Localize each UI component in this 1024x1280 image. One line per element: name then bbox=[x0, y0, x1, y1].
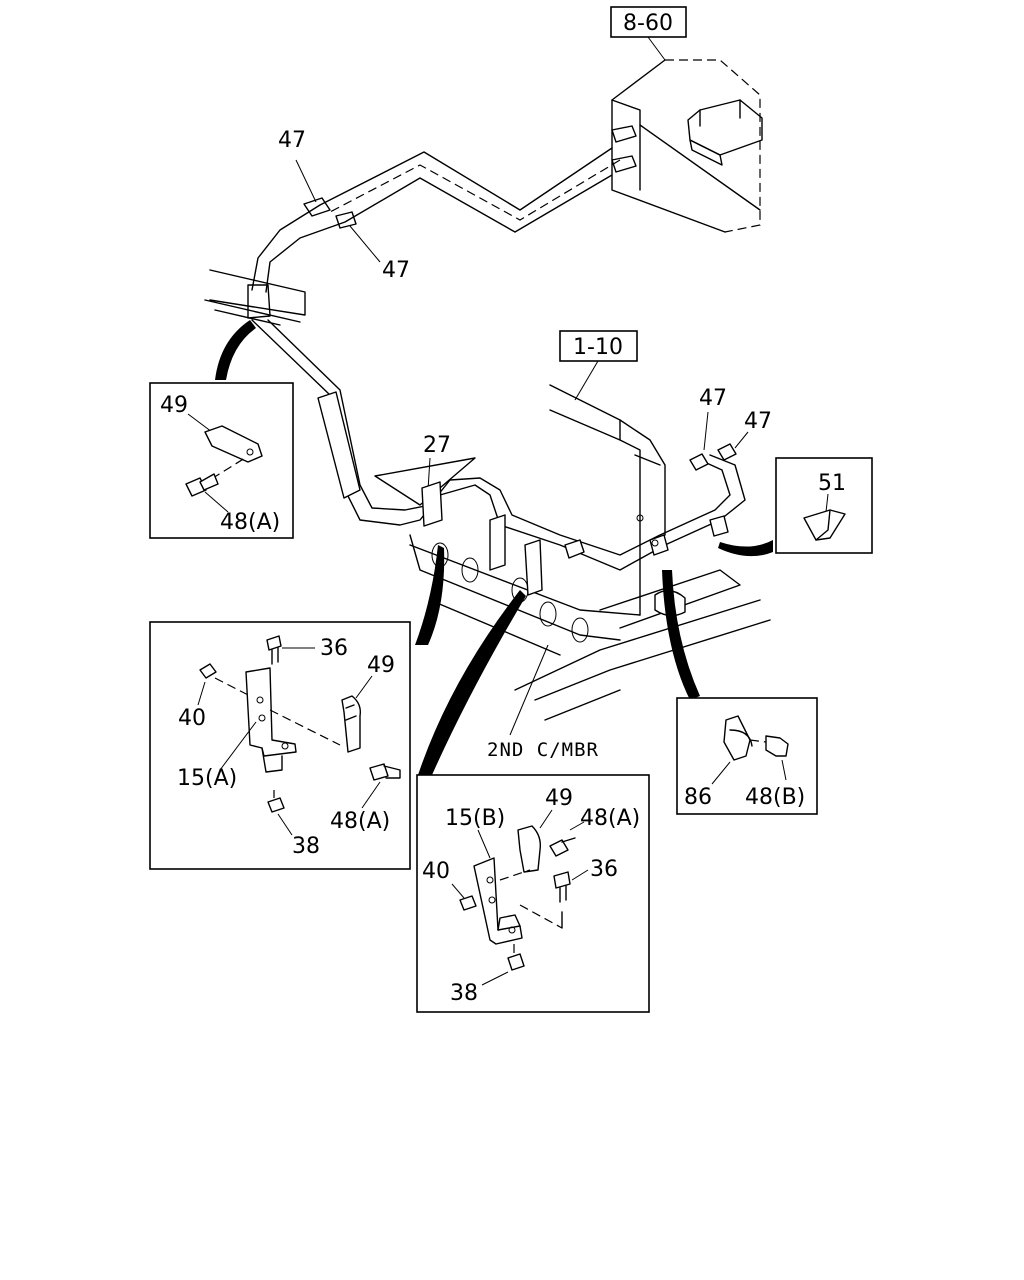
inset5-part-86[interactable]: 86 bbox=[684, 785, 712, 810]
bolt-48a-icon bbox=[369, 763, 389, 781]
inset4-part-38[interactable]: 38 bbox=[450, 981, 478, 1006]
callout-27[interactable]: 27 bbox=[423, 433, 451, 458]
inset3-part-36[interactable]: 36 bbox=[320, 636, 348, 661]
pointer-to-inset2 bbox=[718, 540, 773, 557]
inset-bracket-b-detail: 15(B) 49 48(A) 40 36 38 bbox=[416, 774, 650, 1013]
nut-40-icon bbox=[459, 895, 477, 911]
hose-fitting bbox=[335, 211, 357, 229]
inset3-part-49[interactable]: 49 bbox=[367, 653, 395, 678]
nut-38-icon bbox=[507, 953, 525, 971]
inset-clamp-detail: 86 48(B) bbox=[676, 697, 818, 815]
hose-end-fitting bbox=[717, 443, 737, 461]
inset3-part-40[interactable]: 40 bbox=[178, 706, 206, 731]
callout-47-top-left[interactable]: 47 bbox=[278, 128, 306, 153]
main-hose-run bbox=[251, 319, 749, 571]
ref-1-10-label: 1-10 bbox=[573, 335, 623, 360]
inset4-part-49[interactable]: 49 bbox=[545, 786, 573, 811]
upper-hose-pair bbox=[251, 147, 621, 293]
ref-1-10[interactable]: 1-10 bbox=[559, 330, 638, 362]
callout-27-pointer bbox=[374, 457, 476, 506]
pointer-to-inset5 bbox=[662, 570, 700, 700]
inset4-part-48a[interactable]: 48(A) bbox=[580, 806, 640, 831]
inset4-part-40[interactable]: 40 bbox=[422, 859, 450, 884]
inset1-part-48a[interactable]: 48(A) bbox=[220, 510, 280, 535]
clip-49-icon bbox=[204, 425, 263, 463]
bolt-36-icon bbox=[266, 635, 282, 651]
cab-structure bbox=[549, 360, 666, 616]
bolt-48a-icon bbox=[549, 839, 569, 857]
hose-end-fitting bbox=[689, 453, 709, 471]
ref-8-60-label: 8-60 bbox=[623, 11, 673, 36]
inset-bracket-a-detail: 36 49 40 15(A) 48(A) 38 bbox=[149, 621, 411, 870]
callout-47-right-b[interactable]: 47 bbox=[744, 409, 772, 434]
pointer-to-inset4 bbox=[418, 590, 526, 775]
clip-49-icon bbox=[341, 695, 362, 753]
inset5-part-48b[interactable]: 48(B) bbox=[745, 785, 805, 810]
callout-47-right-a[interactable]: 47 bbox=[699, 386, 727, 411]
inset4-part-36[interactable]: 36 bbox=[590, 857, 618, 882]
ref-8-60[interactable]: 8-60 bbox=[610, 6, 687, 38]
callout-47-top-right[interactable]: 47 bbox=[382, 258, 410, 283]
bolt-36-icon bbox=[553, 871, 571, 889]
inset2-part-51[interactable]: 51 bbox=[818, 471, 846, 496]
bolt-48b-icon bbox=[765, 735, 789, 757]
pointer-to-inset1 bbox=[215, 320, 256, 380]
frame-rail-left bbox=[204, 269, 306, 326]
hose-sleeve bbox=[317, 391, 361, 499]
inset1-part-49[interactable]: 49 bbox=[160, 393, 188, 418]
grommet-51-icon bbox=[803, 509, 846, 541]
bracket-15a-icon bbox=[245, 667, 297, 757]
pointer-to-inset3 bbox=[415, 545, 445, 645]
inset3-part-38[interactable]: 38 bbox=[292, 834, 320, 859]
clamp-brackets bbox=[421, 481, 585, 596]
clamp-86-icon bbox=[723, 715, 751, 761]
inset-grommet-detail: 51 bbox=[775, 457, 873, 554]
cross-member-label: 2ND C/MBR bbox=[487, 739, 599, 761]
inset3-part-15a[interactable]: 15(A) bbox=[177, 766, 237, 791]
nut-38-icon bbox=[267, 797, 285, 813]
heater-unit bbox=[611, 36, 763, 233]
inset4-part-15b[interactable]: 15(B) bbox=[445, 806, 505, 831]
inset3-part-48a[interactable]: 48(A) bbox=[330, 809, 390, 834]
hose-clamp bbox=[709, 515, 729, 537]
clip-49-icon bbox=[517, 825, 542, 873]
hose-fitting bbox=[303, 197, 331, 217]
nut-40-icon bbox=[199, 663, 217, 679]
inset-clip-detail: 49 48(A) bbox=[149, 382, 294, 539]
bracket-15b-icon bbox=[473, 857, 523, 945]
